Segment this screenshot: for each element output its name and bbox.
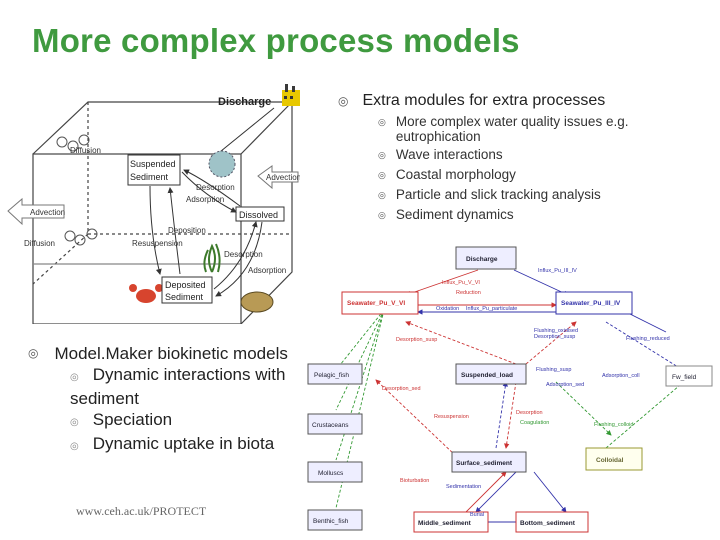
seaweed-icon <box>203 243 221 273</box>
svg-text:Benthic_fish: Benthic_fish <box>313 518 349 525</box>
svg-text:Diffusion: Diffusion <box>70 146 101 155</box>
svg-text:Fw_field: Fw_field <box>672 374 697 381</box>
svg-text:Suspended: Suspended <box>130 159 176 169</box>
node-suspended-load <box>455 363 527 385</box>
svg-text:Sediment: Sediment <box>130 172 169 182</box>
bullet-icon: ◎ <box>378 151 386 161</box>
svg-text:Surface_sediment: Surface_sediment <box>456 460 513 467</box>
svg-text:Pelagic_fish: Pelagic_fish <box>314 372 349 379</box>
svg-text:Advection: Advection <box>266 173 300 182</box>
svg-text:Adsorption_sed: Adsorption_sed <box>546 382 584 388</box>
svg-text:Burial: Burial <box>470 512 484 518</box>
list-item: ◎Sediment dynamics <box>378 207 514 222</box>
svg-text:Seawater_Pu_V_VI: Seawater_Pu_V_VI <box>347 300 405 307</box>
svg-text:Molluscs: Molluscs <box>318 470 344 477</box>
svg-text:Flushing_oxidised: Flushing_oxidised <box>534 328 578 334</box>
svg-text:Adsorption_coll: Adsorption_coll <box>602 373 640 379</box>
node-benthic-fish <box>307 509 363 531</box>
right-bullet-text: Extra modules for extra processes <box>362 92 606 109</box>
left-bullet-block: ◎ Model.Maker biokinetic models ◎Dynamic… <box>28 343 298 457</box>
svg-text:Adsorption: Adsorption <box>186 195 224 204</box>
node-discharge <box>455 246 517 270</box>
flow-diagram: Discharge Seawater_Pu_V_VI Seawater_Pu_I… <box>307 246 713 533</box>
list-item: ◎Speciation <box>70 410 173 429</box>
node-molluscs <box>307 461 363 483</box>
compartment-diagram: Discharge Advection Advection Diffusion … <box>7 84 300 324</box>
svg-text:Flushing_colloid: Flushing_colloid <box>594 422 633 428</box>
svg-text:Adsorption: Adsorption <box>248 266 286 275</box>
svg-text:Middle_sediment: Middle_sediment <box>418 520 472 527</box>
advection-right-arrow: Advection <box>257 165 300 190</box>
svg-text:Bioturbation: Bioturbation <box>400 478 429 484</box>
node-middle-sediment <box>413 511 489 533</box>
node-colloidal <box>585 447 643 471</box>
svg-text:Deposited: Deposited <box>165 280 206 290</box>
crab-icon <box>129 284 163 303</box>
svg-text:Desorption_sed: Desorption_sed <box>382 386 421 392</box>
svg-text:Discharge: Discharge <box>466 256 498 263</box>
particle-icon <box>208 150 236 178</box>
svg-text:Influx_Pu_V_VI: Influx_Pu_V_VI <box>442 280 480 286</box>
svg-text:Desorption: Desorption <box>196 183 235 192</box>
diffusion-swirls <box>56 134 98 246</box>
dissolved-box <box>235 206 285 222</box>
svg-text:Resuspension: Resuspension <box>132 239 183 248</box>
bullet-icon: ◎ <box>70 417 79 428</box>
deposited-sediment-box <box>161 276 213 304</box>
factory-icon <box>282 84 300 106</box>
bullet-icon: ◎ <box>70 372 79 383</box>
bullet-icon: ◎ <box>338 94 349 108</box>
svg-text:Flushing_reduced: Flushing_reduced <box>626 336 670 342</box>
suspended-sediment-box <box>127 154 181 186</box>
node-fw-field <box>665 365 713 387</box>
list-item: ◎Dynamic uptake in biota <box>70 434 275 453</box>
bullet-icon: ◎ <box>70 441 79 452</box>
svg-text:Diffusion: Diffusion <box>24 239 55 248</box>
svg-text:Advection: Advection <box>30 208 65 217</box>
node-bottom-sediment <box>515 511 589 533</box>
node-seawater-v-vi <box>341 291 419 315</box>
list-item: ◎More complex water quality issues e.g. … <box>378 114 629 144</box>
right-bullet-block: ◎ Extra modules for extra processes ◎Mor… <box>338 92 708 227</box>
mollusc-icon <box>240 291 274 313</box>
list-item: ◎Dynamic interactions with sediment <box>70 365 286 408</box>
advection-left-arrow: Advection <box>7 197 65 226</box>
svg-text:Oxidation: Oxidation <box>436 306 459 312</box>
bullet-icon: ◎ <box>378 191 386 201</box>
discharge-label: Discharge <box>218 96 271 108</box>
svg-text:Crustaceans: Crustaceans <box>312 422 349 429</box>
source-url: www.ceh.ac.uk/PROTECT <box>76 504 207 518</box>
bullet-icon: ◎ <box>28 346 39 360</box>
node-pelagic-fish <box>307 363 363 385</box>
svg-text:Desorption_susp: Desorption_susp <box>396 337 437 343</box>
svg-text:Reduction: Reduction <box>456 290 481 296</box>
svg-text:Influx_Pu_III_IV: Influx_Pu_III_IV <box>538 268 577 274</box>
svg-text:Colloidal: Colloidal <box>596 457 624 464</box>
slide-title: More complex process models <box>32 22 520 59</box>
svg-text:Influx_Pu_particulate: Influx_Pu_particulate <box>466 306 517 312</box>
svg-text:Flushing_susp: Flushing_susp <box>536 367 571 373</box>
list-item: ◎Coastal morphology <box>378 167 516 182</box>
svg-text:Seawater_Pu_III_IV: Seawater_Pu_III_IV <box>561 300 621 307</box>
left-bullet-text: Model.Maker biokinetic models <box>54 344 288 363</box>
bullet-icon: ◎ <box>378 211 386 221</box>
svg-text:Coagulation: Coagulation <box>520 420 549 426</box>
svg-text:Dissolved: Dissolved <box>239 210 278 220</box>
svg-text:Resuspension: Resuspension <box>434 414 469 420</box>
svg-text:Suspended_load: Suspended_load <box>461 372 513 379</box>
bullet-icon: ◎ <box>378 171 386 181</box>
list-item: ◎Particle and slick tracking analysis <box>378 187 601 202</box>
svg-text:Bottom_sediment: Bottom_sediment <box>520 520 576 527</box>
node-seawater-iii-iv <box>555 291 633 315</box>
box-outline <box>32 101 293 324</box>
svg-text:Deposition: Deposition <box>168 226 206 235</box>
svg-text:Desorption_susp: Desorption_susp <box>534 334 575 340</box>
svg-text:Sedimentation: Sedimentation <box>446 484 481 490</box>
bullet-icon: ◎ <box>378 118 386 128</box>
svg-text:Sediment: Sediment <box>165 292 204 302</box>
node-crustaceans <box>307 413 363 435</box>
list-item: ◎Wave interactions <box>378 147 503 162</box>
node-surface-sediment <box>451 451 527 473</box>
svg-text:Desorption: Desorption <box>516 410 543 416</box>
